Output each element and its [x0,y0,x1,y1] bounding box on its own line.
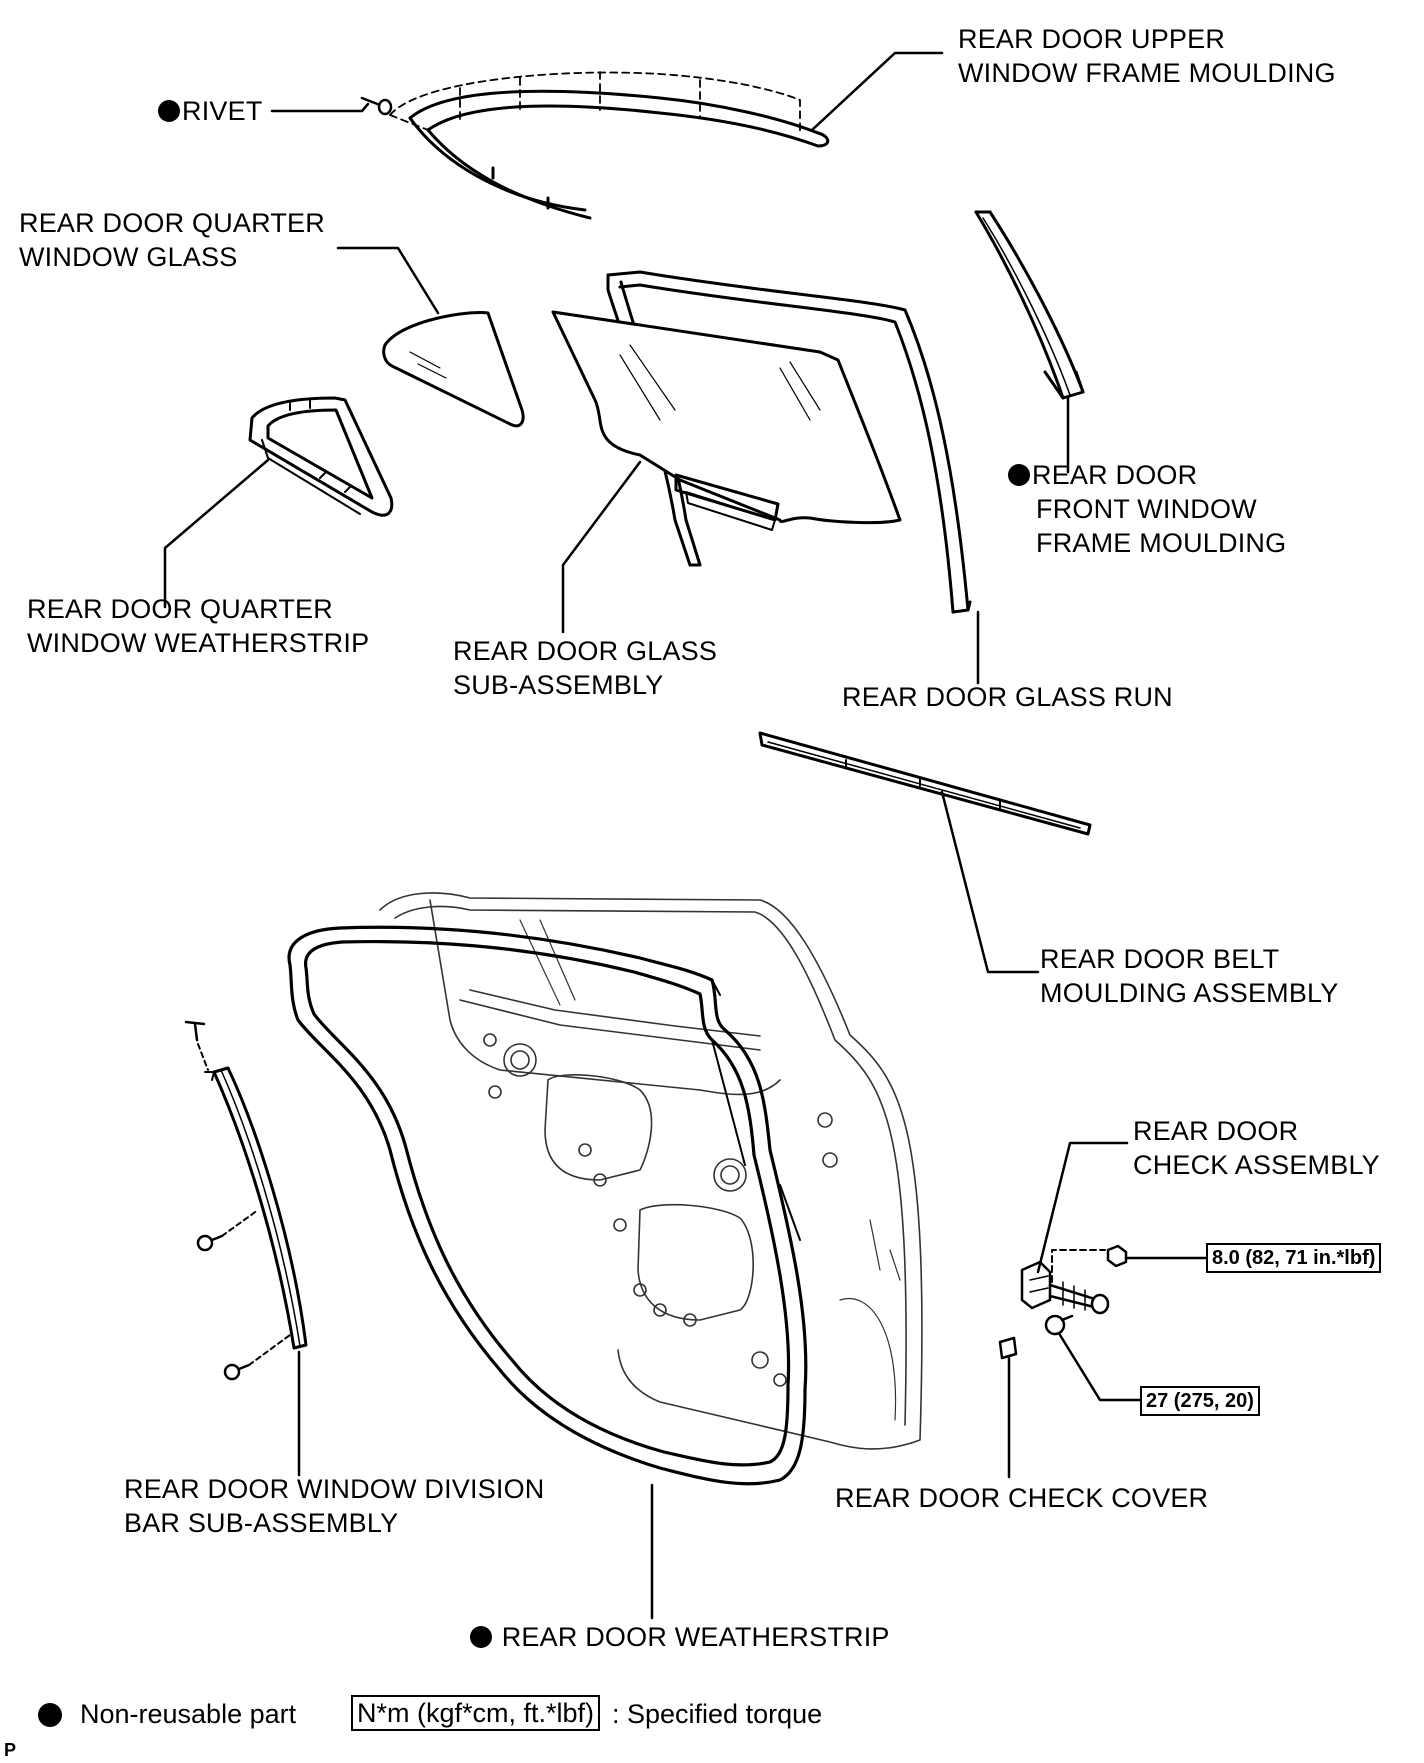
front-window-frame-moulding-part [974,210,1085,400]
weatherstrip-part [287,925,808,1486]
leader-rivet [270,102,370,113]
non-reusable-dot-icon [158,100,180,122]
label-rivet: RIVET [158,94,263,128]
label-quarter-window-weatherstrip: REAR DOOR QUARTER WINDOW WEATHERSTRIP [27,594,370,658]
rivet-part [360,96,393,116]
legend-torque-desc: : Specified torque [612,1699,823,1729]
leader-lines [163,51,1208,1620]
division-bar-part [204,1066,308,1350]
quarter-window-weatherstrip-part [248,396,394,517]
leader-belt-moulding [940,790,1040,974]
legend-non-reusable-dot-icon [38,1703,62,1727]
door-check-assembly-part [1020,1249,1110,1315]
upper-window-frame-moulding-part [389,71,830,220]
leader-quarter-weatherstrip [163,458,270,609]
leader-upper-moulding [810,51,944,132]
check-nut-part [1106,1244,1128,1268]
page-mark: P [4,1740,17,1760]
leader-bolt-torque [1058,1333,1144,1402]
torque-nut-spec: 8.0 (82, 71 in.*lbf) [1206,1243,1382,1273]
label-front-window-frame-moulding: REAR DOOR FRONT WINDOW FRAME MOULDING [1008,458,1286,560]
label-quarter-window-glass: REAR DOOR QUARTER WINDOW GLASS [19,208,325,272]
division-bar-screw-middle [196,1209,259,1252]
label-glass-run: REAR DOOR GLASS RUN [842,682,1173,712]
label-glass-sub-assembly: REAR DOOR GLASS SUB-ASSEMBLY [453,636,718,700]
belt-moulding-part [758,731,1092,836]
quarter-window-glass-part [382,311,525,428]
door-body-part [379,892,923,1450]
leader-quarter-glass [336,246,440,315]
legend-torque-box: N*m (kgf*cm, ft.*lbf) [351,1695,601,1731]
door-glass-part [551,310,902,531]
division-bar-screw-top [184,1020,209,1071]
label-belt-moulding-assembly: REAR DOOR BELT MOULDING ASSEMBLY [1040,944,1339,1008]
label-check-cover: REAR DOOR CHECK COVER [835,1483,1209,1513]
torque-bolt-spec: 27 (275, 20) [1140,1386,1260,1416]
check-cover-part [998,1336,1018,1360]
legend-non-reusable-text: Non-reusable part [80,1699,297,1729]
label-check-assembly: REAR DOOR CHECK ASSEMBLY [1133,1116,1380,1180]
leader-glass-sub [561,460,642,634]
label-upper-window-frame-moulding: REAR DOOR UPPER WINDOW FRAME MOULDING [958,24,1336,88]
label-division-bar-sub-assembly: REAR DOOR WINDOW DIVISION BAR SUB-ASSEMB… [124,1474,545,1538]
label-weatherstrip: REAR DOOR WEATHERSTRIP [470,1620,890,1654]
non-reusable-dot-icon [470,1626,492,1648]
division-bar-screw-bottom [223,1334,291,1381]
leader-check-assembly [1036,1141,1129,1274]
check-bolt-part [1044,1314,1074,1336]
non-reusable-dot-icon [1008,464,1030,486]
